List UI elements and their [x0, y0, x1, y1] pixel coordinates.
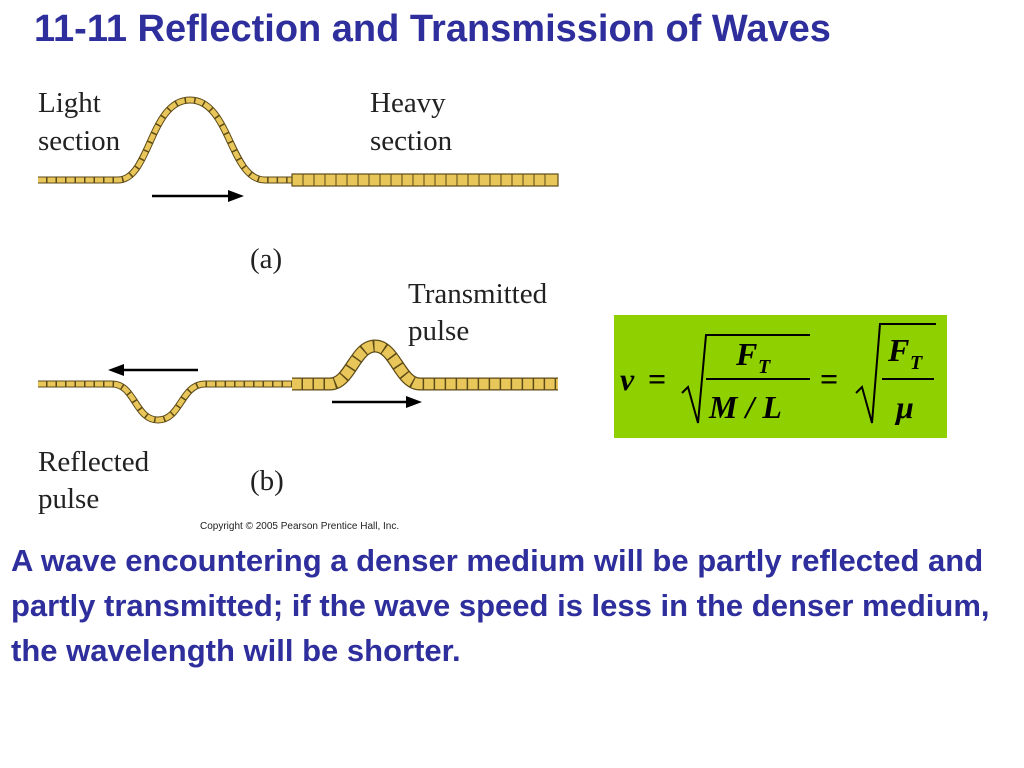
formula-graphic: v = F T M / L = F T μ — [620, 323, 936, 425]
reflected-pulse-label: Reflected pulse — [38, 446, 150, 515]
heavy-rope-a — [291, 173, 559, 187]
velocity-symbol: v — [620, 361, 635, 397]
copyright-notice: Copyright © 2005 Pearson Prentice Hall, … — [200, 521, 400, 532]
tension-subscript-2: T — [910, 352, 923, 374]
light-rope-b — [38, 380, 292, 424]
equals-1: = — [648, 361, 666, 397]
wave-figure: Light section Heavy section (a) Transmit… — [0, 0, 620, 540]
slide-title: 11-11 Reflection and Transmission of Wav… — [34, 8, 831, 50]
transmitted-pulse-label: Transmitted pulse — [408, 278, 548, 347]
wave-speed-formula: v = F T M / L = F T μ — [614, 315, 947, 438]
label-b: (b) — [250, 465, 284, 497]
arrow-right-a — [152, 190, 244, 202]
arrow-right-b — [332, 396, 422, 408]
arrow-left-b — [108, 364, 198, 376]
mu-symbol: μ — [894, 389, 914, 425]
force-symbol: F — [735, 336, 757, 372]
label-a: (a) — [250, 243, 283, 275]
light-section-label: Light section — [38, 87, 121, 157]
tension-subscript: T — [758, 356, 771, 378]
heavy-section-label: Heavy section — [370, 87, 453, 157]
explanation-text: A wave encountering a denser medium will… — [11, 543, 990, 668]
mass-per-length: M / L — [708, 389, 782, 425]
equals-2: = — [820, 361, 838, 397]
heavy-rope-b — [292, 339, 558, 391]
wave-diagram — [38, 96, 559, 424]
force-symbol-2: F — [887, 332, 909, 368]
